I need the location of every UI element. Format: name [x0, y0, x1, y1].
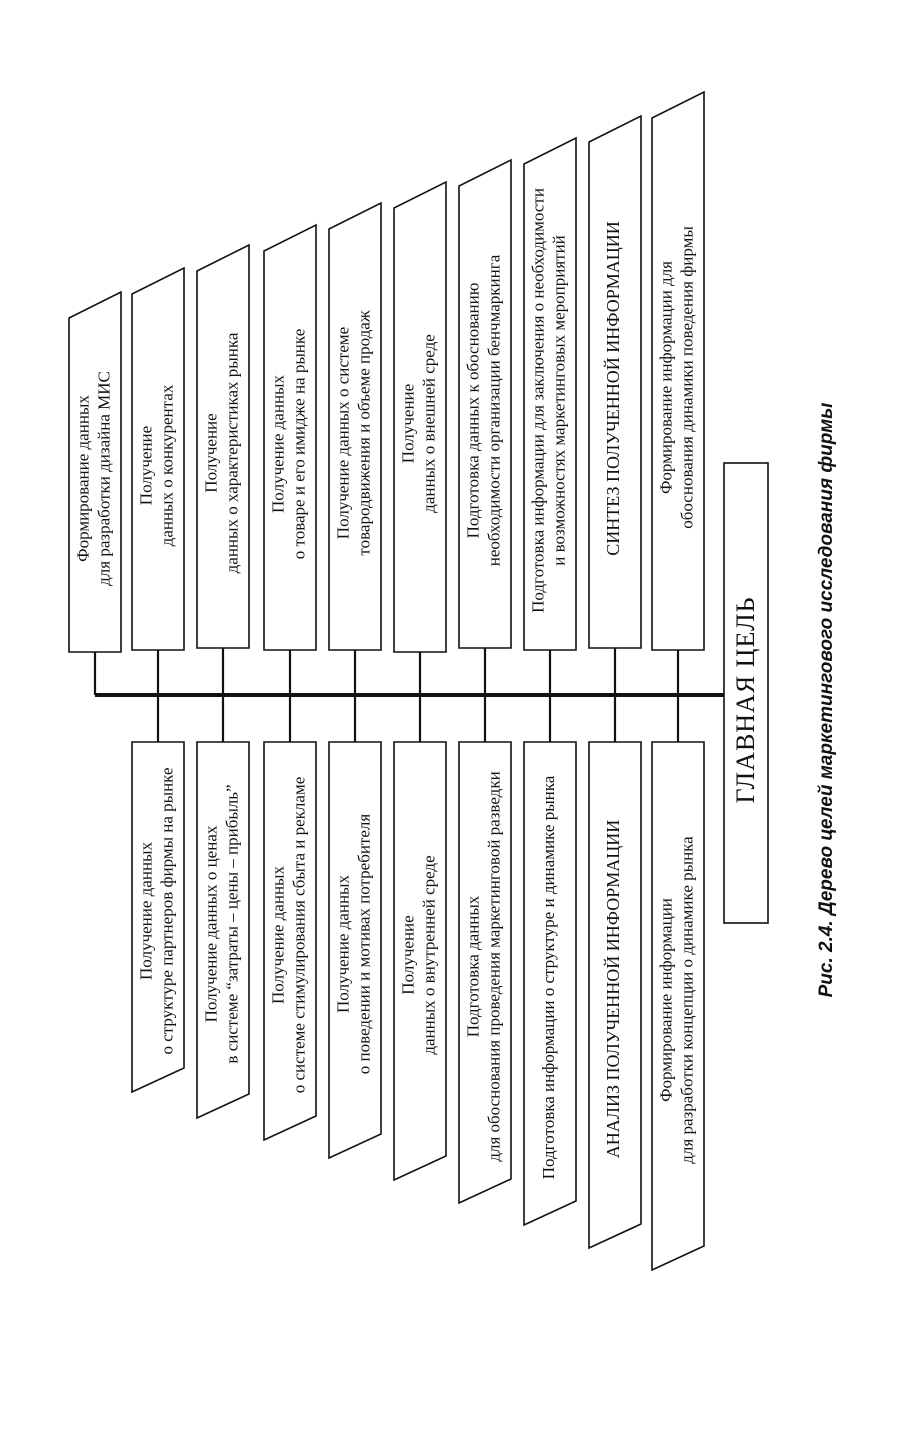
lower-goal-5-line-1: Получение [398, 915, 417, 994]
lower-goal-box-8: АНАЛИЗ ПОЛУЧЕННОЙ ИНФОРМАЦИИ [588, 741, 642, 1250]
upper-goal-10-line-2: обоснования динамики поведения фирмы [677, 226, 696, 529]
lower-goal-3-line-2: о системе стимулирования сбыта и рекламе [289, 777, 308, 1093]
lower-goal-6-line-1: Подготовка данных [463, 895, 482, 1037]
lower-goal-box-7: Подготовка информации о структуре и дина… [523, 741, 577, 1227]
upper-goal-3-line-1: Получение [201, 413, 220, 492]
upper-goal-7-line-2: необходимости организации бенчмаркинга [484, 254, 503, 566]
upper-goal-7-line-1: Подготовка данных к обоснованию [463, 282, 482, 538]
upper-goal-1-line-1: Формирование данных [73, 395, 92, 562]
upper-goal-4-line-1: Получение данных [268, 375, 287, 513]
upper-goal-1-line-2: для разработки дизайна МИС [94, 371, 113, 586]
lower-goal-8-line-1: АНАЛИЗ ПОЛУЧЕННОЙ ИНФОРМАЦИИ [603, 820, 623, 1158]
lower-goal-7-line-1: Подготовка информации о структуре и дина… [539, 775, 558, 1179]
upper-goal-2-line-2: данных о конкурентах [157, 384, 176, 546]
lower-goal-1-line-2: о структуре партнеров фирмы на рынке [157, 767, 176, 1054]
main-goal-box: ГЛАВНАЯ ЦЕЛЬ [723, 462, 769, 924]
lower-goal-9-line-2: для разработки концепции о динамике рынк… [677, 836, 696, 1164]
figure-caption: Рис. 2.4. Дерево целей маркетингового ис… [816, 403, 837, 998]
upper-goal-8-line-1: Подготовка информации для заключения о н… [528, 188, 547, 613]
upper-goal-8-line-2: и возможностях маркетинговых мероприятий [549, 235, 568, 566]
lower-goal-9-line-1: Формирование информации [656, 898, 675, 1102]
upper-goal-6-line-1: Получение [398, 384, 417, 463]
upper-goal-10-line-1: Формирование информации для [656, 261, 675, 494]
lower-goal-4-line-1: Получение данных [333, 875, 352, 1013]
upper-goal-box-8: Подготовка информации для заключения о н… [523, 136, 577, 651]
upper-goal-3-line-2: данных о характеристиках рынка [222, 332, 241, 573]
lower-goal-2-line-1: Получение данных о ценах [201, 825, 220, 1022]
lower-goal-3-line-1: Получение данных [268, 866, 287, 1004]
upper-goal-2-line-1: Получение [136, 426, 155, 505]
tree-connectors [93, 648, 726, 742]
upper-goal-5-line-1: Получение данных о системе [333, 327, 352, 539]
main-goal-label: ГЛАВНАЯ ЦЕЛЬ [731, 596, 760, 803]
upper-goal-5-line-2: товародвижения и объеме продаж [354, 310, 373, 555]
lower-goal-4-line-2: о поведении и мотивах потребителя [354, 814, 373, 1075]
upper-goal-9-line-1: СИНТЕЗ ПОЛУЧЕННОЙ ИНФОРМАЦИИ [603, 221, 623, 555]
upper-goal-4-line-2: о товаре и его имидже на рынке [289, 329, 308, 560]
lower-goal-1-line-1: Получение данных [136, 842, 155, 980]
upper-goal-6-line-2: данных о внешней среде [419, 334, 438, 513]
upper-goal-box-9: СИНТЕЗ ПОЛУЧЕННОЙ ИНФОРМАЦИИ [588, 114, 642, 649]
lower-goal-6-line-2: для обоснования проведения маркетинговой… [484, 771, 503, 1161]
lower-goal-5-line-2: данных о внутренней среде [419, 855, 438, 1054]
lower-goal-2-line-2: в системе “затраты – цены – прибыль” [222, 784, 241, 1063]
